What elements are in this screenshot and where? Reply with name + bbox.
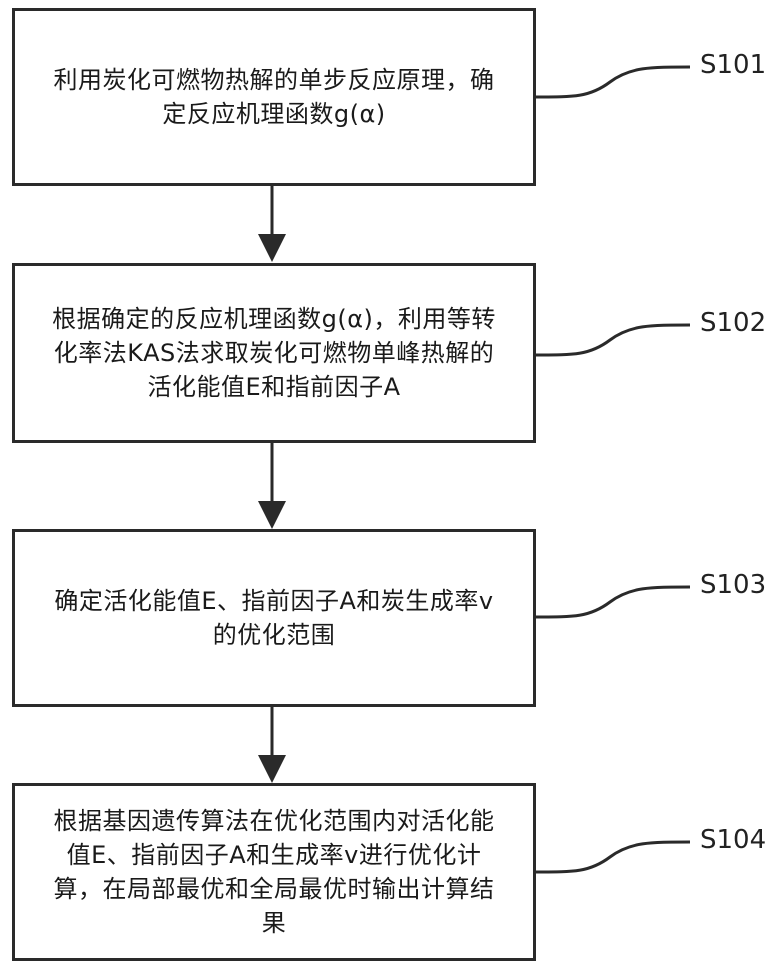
step-box-s104: 根据基因遗传算法在优化范围内对活化能值E、指前因子A和生成率v进行优化计算，在局… — [12, 783, 536, 961]
step-box-s102: 根据确定的反应机理函数g(α)，利用等转化率法KAS法求取炭化可燃物单峰热解的活… — [12, 263, 536, 443]
arrow-1-to-2 — [258, 185, 286, 262]
step-box-s101: 利用炭化可燃物热解的单步反应原理，确定反应机理函数g(α) — [12, 8, 536, 186]
step-label-s102: S102 — [700, 308, 766, 338]
arrow-2-to-3 — [258, 442, 286, 529]
step-text-s103: 确定活化能值E、指前因子A和炭生成率v的优化范围 — [49, 584, 499, 652]
step-label-s101: S101 — [700, 50, 766, 80]
step-label-s103: S103 — [700, 570, 766, 600]
step-text-s101: 利用炭化可燃物热解的单步反应原理，确定反应机理函数g(α) — [49, 63, 499, 131]
arrow-3-to-4 — [258, 706, 286, 783]
step-label-s104: S104 — [700, 825, 766, 855]
leader-line-s102 — [536, 325, 690, 355]
step-text-s104: 根据基因遗传算法在优化范围内对活化能值E、指前因子A和生成率v进行优化计算，在局… — [49, 804, 499, 940]
leader-line-s103 — [536, 587, 690, 617]
step-text-s102: 根据确定的反应机理函数g(α)，利用等转化率法KAS法求取炭化可燃物单峰热解的活… — [49, 302, 499, 404]
leader-line-s104 — [536, 842, 690, 872]
leader-line-s101 — [536, 67, 690, 97]
step-box-s103: 确定活化能值E、指前因子A和炭生成率v的优化范围 — [12, 529, 536, 707]
